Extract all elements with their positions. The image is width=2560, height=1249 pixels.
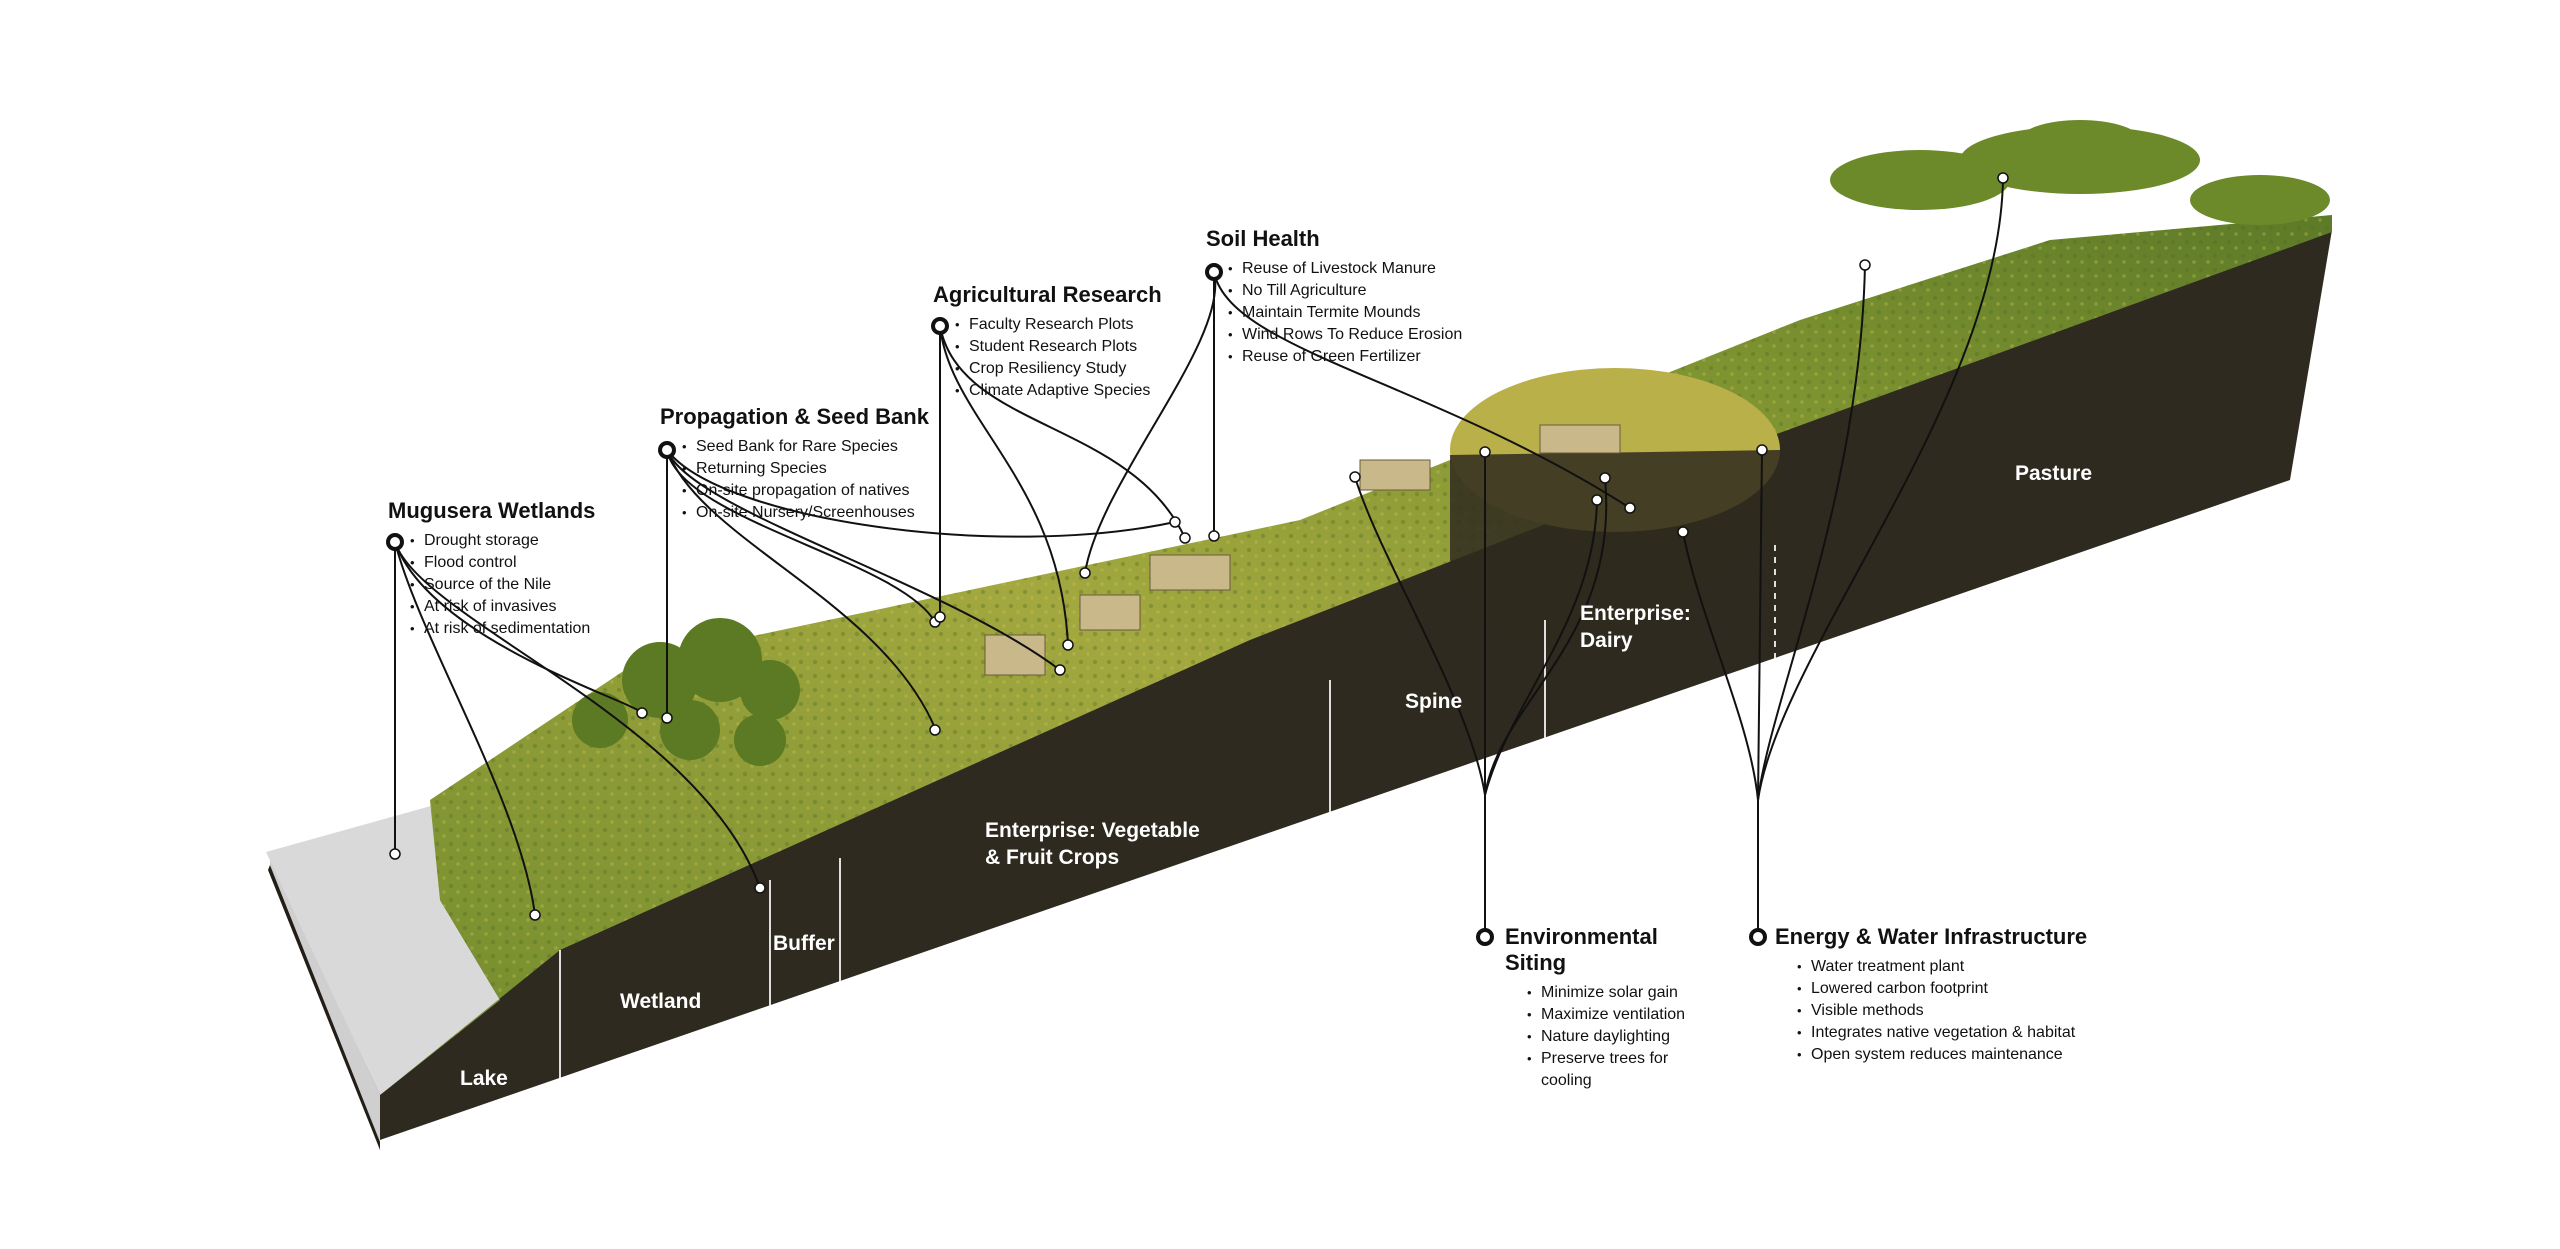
list-item: No Till Agriculture [1228, 280, 1462, 302]
leader-end-markers [389, 172, 2009, 921]
soil-left-face [268, 865, 380, 1150]
callout-soil-title: Soil Health [1206, 226, 1320, 251]
list-item: Faculty Research Plots [955, 314, 1162, 336]
pasture-trees [1830, 120, 2330, 225]
zone-label-wetland: Wetland [620, 990, 702, 1013]
zone-label-vegetable: Enterprise: Vegetable & Fruit Crops [985, 819, 1200, 869]
callout-anchors [386, 263, 1767, 946]
list-item: Maintain Termite Mounds [1228, 302, 1462, 324]
list-item: Reuse of Green Fertilizer [1228, 346, 1462, 368]
list-item: Lowered carbon footprint [1797, 978, 2087, 1000]
soil-front-face [270, 230, 2332, 1140]
callout-soil-list: Reuse of Livestock Manure No Till Agricu… [1228, 258, 1462, 368]
callout-wetlands: Mugusera Wetlands Drought storage Flood … [388, 498, 595, 640]
list-item: On-site propagation of natives [682, 480, 929, 502]
callout-research: Agricultural Research Faculty Research P… [933, 282, 1162, 402]
list-item: Reuse of Livestock Manure [1228, 258, 1462, 280]
lake-surface [266, 770, 560, 1095]
callout-siting: Environmental Siting Minimize solar gain… [1505, 924, 1717, 1092]
list-item: Source of the Nile [410, 574, 595, 596]
wetland-trees [572, 618, 800, 766]
zone-label-spine: Spine [1405, 690, 1463, 713]
callout-propagation: Propagation & Seed Bank Seed Bank for Ra… [660, 404, 929, 524]
list-item: Returning Species [682, 458, 929, 480]
list-item: Water treatment plant [1797, 956, 2087, 978]
callout-research-list: Faculty Research Plots Student Research … [955, 314, 1162, 402]
zone-label-dairy: Enterprise: Dairy [1580, 602, 1691, 652]
list-item: On-site Nursery/Screenhouses [682, 502, 929, 524]
list-item: Nature daylighting [1527, 1026, 1717, 1048]
buildings [984, 424, 1621, 676]
callout-soil: Soil Health Reuse of Livestock Manure No… [1206, 226, 1462, 368]
zone-label-lake: Lake [460, 1067, 508, 1090]
zone-label-buffer: Buffer [773, 932, 835, 955]
list-item: Crop Resiliency Study [955, 358, 1162, 380]
list-item: At risk of sedimentation [410, 618, 595, 640]
list-item: Flood control [410, 552, 595, 574]
callout-wetlands-title: Mugusera Wetlands [388, 498, 596, 523]
callout-energy-list: Water treatment plant Lowered carbon foo… [1797, 956, 2087, 1066]
list-item: Visible methods [1797, 1000, 2087, 1022]
list-item: Wind Rows To Reduce Erosion [1228, 324, 1462, 346]
callout-research-title: Agricultural Research [933, 282, 1162, 307]
callout-wetlands-list: Drought storage Flood control Source of … [410, 530, 595, 640]
list-item: Climate Adaptive Species [955, 380, 1162, 402]
callout-propagation-list: Seed Bank for Rare Species Returning Spe… [682, 436, 929, 524]
list-item: Preserve trees for cooling [1527, 1048, 1717, 1092]
list-item: Minimize solar gain [1527, 982, 1717, 1004]
list-item: Integrates native vegetation & habitat [1797, 1022, 2087, 1044]
callout-energy-title: Energy & Water Infrastructure [1775, 924, 2088, 949]
callout-siting-list: Minimize solar gain Maximize ventilation… [1527, 982, 1717, 1092]
list-item: Seed Bank for Rare Species [682, 436, 929, 458]
list-item: Maximize ventilation [1527, 1004, 1717, 1026]
list-item: Student Research Plots [955, 336, 1162, 358]
list-item: Drought storage [410, 530, 595, 552]
callout-energy: Energy & Water Infrastructure Water trea… [1775, 924, 2087, 1066]
lake-end-face [270, 858, 380, 1142]
list-item: At risk of invasives [410, 596, 595, 618]
dairy-cylinder [1450, 450, 1780, 644]
callout-propagation-title: Propagation & Seed Bank [660, 404, 929, 429]
zone-label-pasture: Pasture [2015, 462, 2093, 485]
callout-siting-title: Environmental Siting [1505, 924, 1658, 975]
list-item: Open system reduces maintenance [1797, 1044, 2087, 1066]
